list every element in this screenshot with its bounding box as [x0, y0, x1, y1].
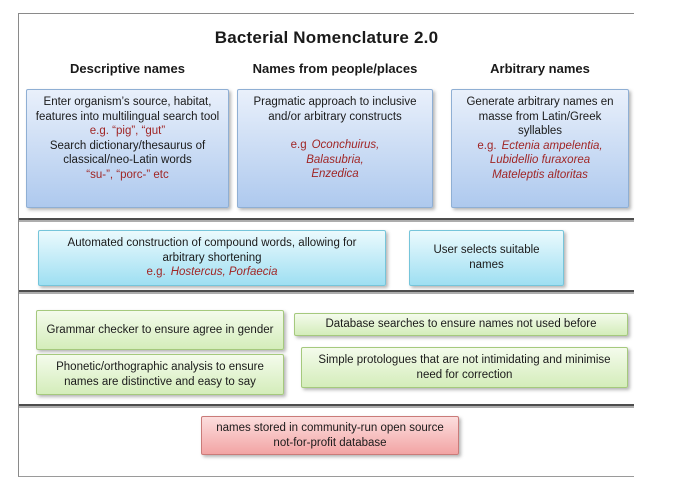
- diagram-title: Bacterial Nomenclature 2.0: [214, 28, 439, 47]
- user-selects-box: User selects suitable names: [409, 230, 564, 286]
- section-divider: [19, 218, 634, 222]
- box-text-line: Grammar checker to ensure agree in gende…: [46, 323, 274, 336]
- box-text-line: Search dictionary/thesaurus of classical…: [49, 139, 206, 167]
- box-example-line: Mateleptis altoritas: [492, 168, 588, 181]
- example-prefix: e.g.: [146, 266, 166, 279]
- example-name: Hostercus, Porfaecia: [170, 266, 278, 279]
- box-text-line: Pragmatic approach to inclusive and/or a…: [253, 96, 417, 123]
- example-name: Oconchuirus,: [311, 139, 380, 152]
- example-prefix: e.g: [290, 139, 307, 152]
- column-header-arbitrary-names: Arbitrary names: [490, 61, 590, 76]
- box-text-line: Phonetic/orthographic analysis to ensure…: [56, 360, 264, 388]
- database-storage-box: names stored in community-run open sourc…: [201, 416, 459, 455]
- box-text-line: Enter organism’s source, habitat, featur…: [35, 96, 220, 123]
- box-example-line: e.g. “pig”, “gut”: [89, 125, 166, 138]
- box-text-line: Simple protologues that are not intimida…: [318, 353, 611, 381]
- example-name: Ectenia ampelentia,: [501, 139, 603, 152]
- box-example-line: “su-”, “porc-” etc: [86, 168, 169, 181]
- compound-construction-box: Automated construction of compound words…: [38, 230, 386, 286]
- spacer-line: [242, 124, 428, 138]
- box-example-line: e.g. Ectenia ampelentia,: [456, 139, 624, 154]
- box-text-line: names stored in community-run open sourc…: [216, 421, 444, 449]
- box-text-line: Automated construction of compound words…: [67, 236, 357, 264]
- people-places-box: Pragmatic approach to inclusive and/or a…: [237, 89, 433, 208]
- box-text-line: Database searches to ensure names not us…: [325, 318, 597, 331]
- box-text-line: User selects suitable names: [433, 244, 540, 271]
- box-example-line: e.g. Hostercus, Porfaecia: [45, 265, 379, 280]
- grammar-checker-box: Grammar checker to ensure agree in gende…: [36, 310, 284, 350]
- arbitrary-names-box: Generate arbitrary names en masse from L…: [451, 89, 629, 208]
- example-prefix: e.g.: [477, 139, 497, 152]
- box-example-line: Balasubria,: [306, 153, 364, 166]
- box-example-line: Lubidellio furaxorea: [489, 154, 591, 167]
- database-search-box: Database searches to ensure names not us…: [294, 313, 628, 336]
- phonetic-analysis-box: Phonetic/orthographic analysis to ensure…: [36, 354, 284, 395]
- box-text-line: Generate arbitrary names en masse from L…: [466, 96, 614, 138]
- diagram-frame: Bacterial Nomenclature 2.0 Descriptive n…: [18, 13, 634, 477]
- section-divider: [19, 404, 634, 408]
- protologues-box: Simple protologues that are not intimida…: [301, 347, 628, 388]
- box-example-line: e.g Oconchuirus,: [242, 138, 428, 153]
- box-example-line: Enzedica: [311, 168, 359, 181]
- section-divider: [19, 290, 634, 294]
- descriptive-names-box: Enter organism’s source, habitat, featur…: [26, 89, 229, 208]
- column-header-names-from-people-places: Names from people/places: [252, 61, 418, 76]
- column-header-descriptive-names: Descriptive names: [70, 61, 185, 76]
